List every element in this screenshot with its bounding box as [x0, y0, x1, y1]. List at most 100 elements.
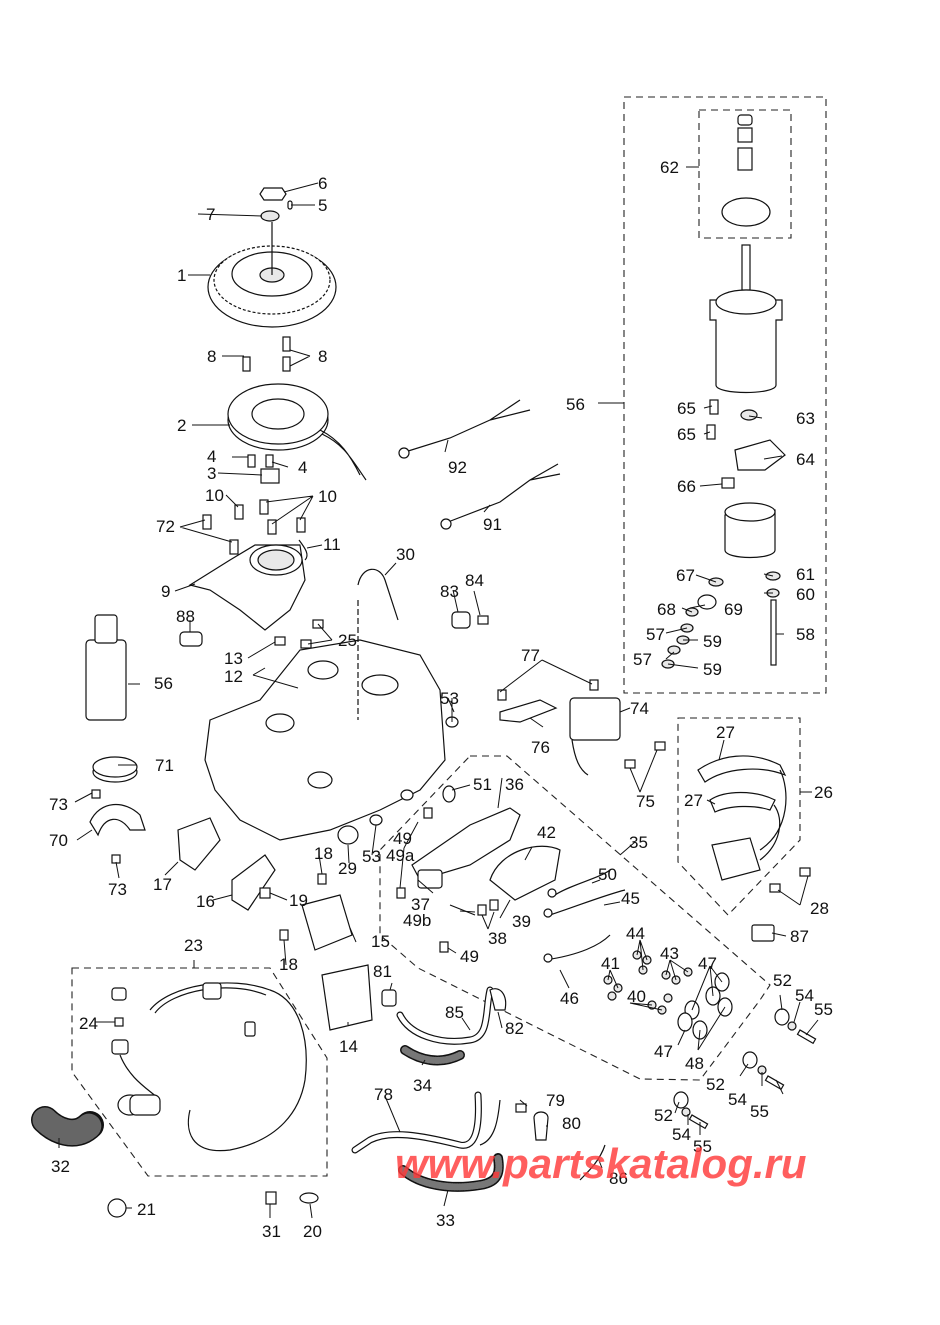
part-label: 10: [318, 487, 337, 506]
part-label: 54: [795, 986, 814, 1005]
part-label: 52: [654, 1106, 673, 1125]
part-label: 76: [531, 738, 550, 757]
part-label: 42: [537, 823, 556, 842]
part-label: 25: [338, 631, 357, 650]
part-label: 75: [636, 792, 655, 811]
part-label: 21: [137, 1200, 156, 1219]
part-label: 9: [161, 582, 171, 601]
bracket-16: [231, 854, 276, 911]
part-label: 49: [393, 829, 412, 848]
part-label: 65: [677, 399, 696, 418]
part-label: 73: [108, 880, 127, 899]
part-label: 64: [796, 450, 815, 469]
part-label: 39: [512, 912, 531, 931]
part-label: 1: [177, 266, 187, 285]
bolt-4: [265, 454, 274, 468]
part-label: 56: [566, 395, 585, 414]
cable-78-lead: [479, 1099, 501, 1146]
mount-set-3: [673, 1091, 709, 1130]
part-label: 68: [657, 600, 676, 619]
part-label: 88: [176, 607, 195, 626]
cap-81: [381, 989, 397, 1007]
relay-19: [259, 887, 271, 899]
part-label: 45: [621, 889, 640, 908]
part-label: 30: [396, 545, 415, 564]
part-label: 17: [153, 875, 172, 894]
part-label: 67: [676, 566, 695, 585]
cap-82: [489, 988, 507, 1011]
part-label: 12: [224, 667, 243, 686]
grommet-53: [369, 814, 383, 826]
lead-86: [579, 1144, 606, 1181]
corrugated-tube-33: [398, 1153, 504, 1192]
lead-91: [447, 463, 561, 523]
part-label: 77: [521, 646, 540, 665]
part-label: 62: [660, 158, 679, 177]
rectifier-regulator: [497, 679, 666, 776]
ignition-coil: [697, 755, 811, 942]
group-box-23: [71, 967, 328, 1177]
part-label: 37: [411, 895, 430, 914]
watermark: www.partskatalog.ru: [395, 1140, 807, 1187]
part-label: 65: [677, 425, 696, 444]
part-label: 52: [773, 971, 792, 990]
part-label: 92: [448, 458, 467, 477]
part-label: 80: [562, 1114, 581, 1133]
part-label: 14: [339, 1037, 358, 1056]
part-label: 53: [440, 689, 459, 708]
bolt-18: [279, 929, 289, 941]
part-label: 70: [49, 831, 68, 850]
part-label: 52: [706, 1075, 725, 1094]
part-label: 32: [51, 1157, 70, 1176]
part-label: 56: [154, 674, 173, 693]
clamp-20: [299, 1192, 319, 1204]
part-label: 53: [362, 847, 381, 866]
part-label: 38: [488, 929, 507, 948]
bolt-84: [477, 615, 489, 625]
part-label: 49a: [386, 846, 415, 865]
part-label: 54: [672, 1125, 691, 1144]
cover-15: [301, 894, 353, 951]
flywheel: [207, 187, 337, 328]
terminal-block-assembly: [396, 785, 626, 963]
part-label: 58: [796, 625, 815, 644]
part-label: 8: [318, 347, 328, 366]
part-label: 43: [660, 944, 679, 963]
part-label: 81: [373, 962, 392, 981]
part-label: 4: [298, 458, 308, 477]
part-label: 26: [814, 783, 833, 802]
part-label: 51: [473, 775, 492, 794]
part-label: 55: [693, 1137, 712, 1156]
part-label: 35: [629, 833, 648, 852]
part-label: 60: [796, 585, 815, 604]
corrugated-tube-34: [400, 1045, 465, 1066]
bolt-79: [515, 1103, 527, 1113]
part-label: 66: [677, 477, 696, 496]
part-label: 55: [750, 1102, 769, 1121]
part-label: 5: [318, 196, 328, 215]
part-label: 11: [323, 535, 341, 554]
lead-92: [404, 399, 531, 453]
part-label: 19: [289, 891, 308, 910]
part-label: 47: [654, 1042, 673, 1061]
part-label: 54: [728, 1090, 747, 1109]
part-label: 23: [184, 936, 203, 955]
part-label: 59: [703, 660, 722, 679]
crankcase: [204, 600, 446, 841]
part-label: 73: [49, 795, 68, 814]
part-label: 31: [262, 1222, 281, 1241]
part-label: 29: [338, 859, 357, 878]
cover-17: [177, 817, 221, 871]
leader-lines: [58, 166, 819, 1219]
bolt-4: [247, 454, 256, 468]
part-label: 79: [546, 1091, 565, 1110]
part-label: 20: [303, 1222, 322, 1241]
group-box-26: [677, 717, 801, 916]
part-label: 49b: [403, 911, 432, 930]
part-label: 2: [177, 416, 187, 435]
part-label: 40: [627, 987, 646, 1006]
corrugated-tube-32: [31, 1106, 104, 1147]
mount-set-1: [774, 1008, 817, 1045]
